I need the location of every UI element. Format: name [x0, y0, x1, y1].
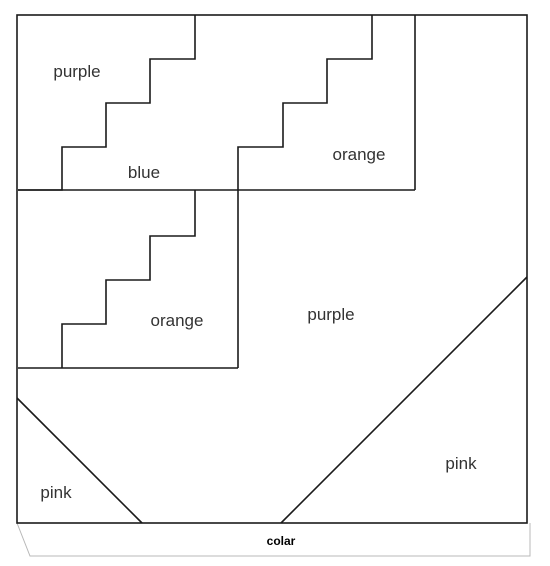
- label-orange-top-right: orange: [333, 145, 386, 164]
- label-blue-center: blue: [128, 163, 160, 182]
- block-outline: [16, 14, 528, 524]
- upper-staircase-lines: [18, 15, 416, 191]
- label-pink-left: pink: [40, 483, 72, 502]
- label-purple-right: purple: [307, 305, 354, 324]
- label-pink-right: pink: [445, 454, 477, 473]
- lower-staircase-lines: [18, 190, 239, 369]
- caption-label: colar: [267, 534, 296, 548]
- label-orange-lower: orange: [151, 311, 204, 330]
- label-purple-top-left: purple: [53, 62, 100, 81]
- bottom-band-lines: [16, 276, 528, 524]
